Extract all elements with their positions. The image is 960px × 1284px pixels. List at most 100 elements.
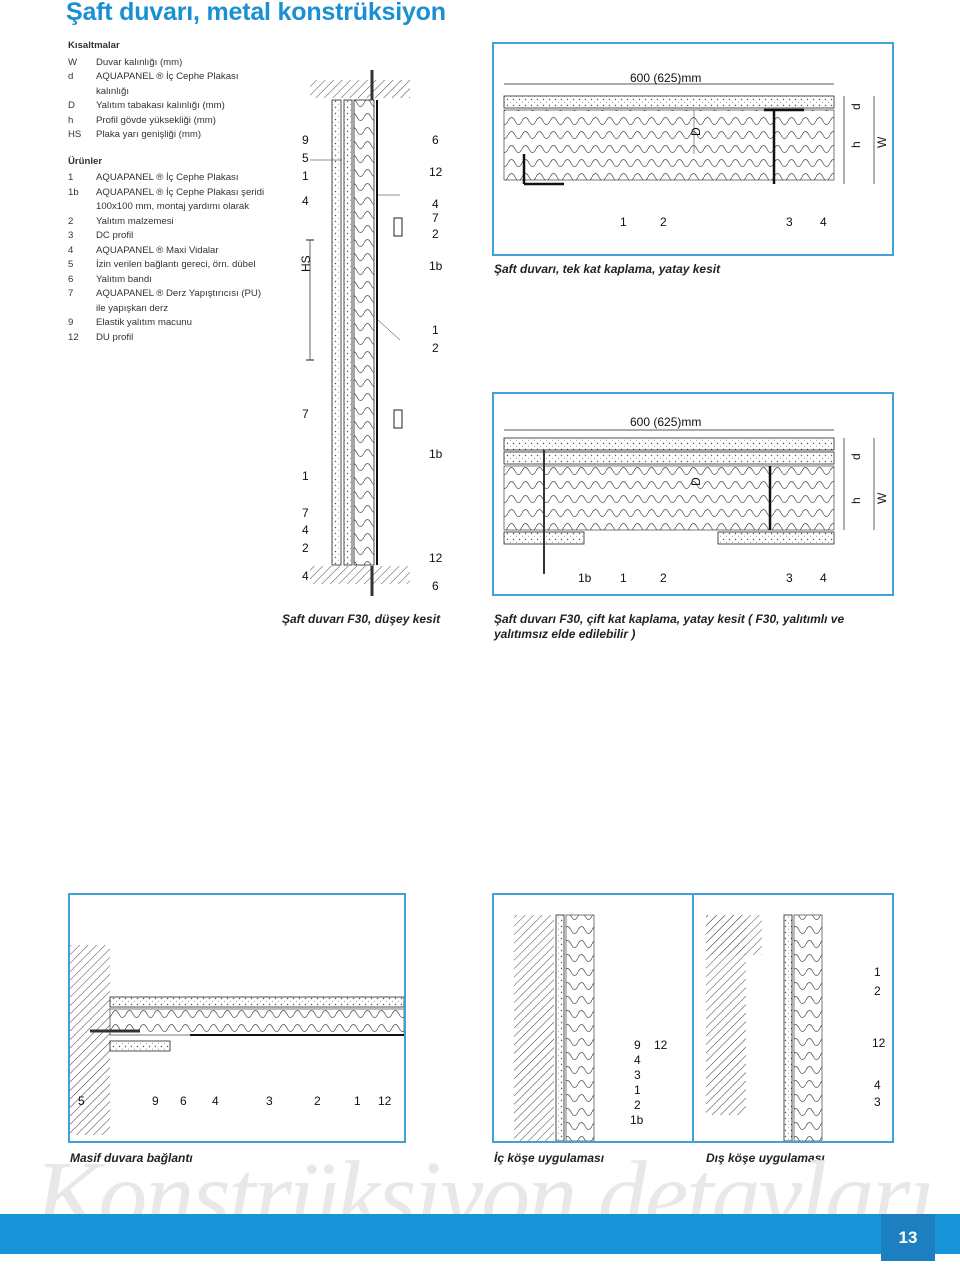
svg-text:2: 2 <box>634 1098 641 1112</box>
svg-text:4: 4 <box>302 569 309 583</box>
abbreviation-row: HS Plaka yarı genişliği (mm) <box>68 128 268 143</box>
svg-text:1: 1 <box>432 323 439 337</box>
svg-text:2: 2 <box>314 1094 321 1108</box>
svg-text:3: 3 <box>634 1068 641 1082</box>
page-number: 13 <box>881 1214 935 1261</box>
svg-text:12: 12 <box>654 1038 668 1052</box>
svg-text:1b: 1b <box>630 1113 644 1127</box>
double-dimension: 600 (625)mm <box>630 415 701 429</box>
svg-text:1: 1 <box>620 215 627 229</box>
product-key: 1b <box>68 186 79 198</box>
svg-text:12: 12 <box>872 1036 886 1050</box>
product-row: 4 AQUAPANEL ® Maxi Vidalar <box>68 244 268 259</box>
dis-kose-caption: Dış köşe uygulaması <box>706 1151 825 1165</box>
vertical-section-caption: Şaft duvarı F30, düşey kesit <box>282 612 441 626</box>
svg-text:2: 2 <box>660 215 667 229</box>
abbreviation-row: d AQUAPANEL ® İç Cephe Plakası kalınlığı <box>68 70 268 99</box>
svg-text:4: 4 <box>820 571 827 585</box>
svg-text:1b: 1b <box>429 447 443 461</box>
product-row: 2 Yalıtım malzemesi <box>68 215 268 230</box>
svg-text:9: 9 <box>302 133 309 147</box>
abbreviation-key: W <box>68 56 78 68</box>
svg-text:1: 1 <box>874 965 881 979</box>
svg-text:D: D <box>689 477 703 486</box>
product-key: 4 <box>68 244 74 256</box>
svg-text:7: 7 <box>302 506 309 520</box>
product-key: 2 <box>68 215 74 227</box>
svg-text:12: 12 <box>429 165 443 179</box>
svg-text:h: h <box>849 497 863 504</box>
svg-text:d: d <box>849 103 863 110</box>
abbreviation-text: Duvar kalınlığı (mm) <box>96 56 183 68</box>
svg-text:12: 12 <box>378 1094 392 1108</box>
product-text: AQUAPANEL ® Maxi Vidalar <box>96 244 219 256</box>
abbreviation-text: Yalıtım tabakası kalınlığı (mm) <box>96 100 225 111</box>
product-text: AQUAPANEL ® İç Cephe Plakası şeridi 100x… <box>96 186 265 213</box>
svg-text:W: W <box>875 136 889 148</box>
svg-text:W: W <box>875 492 889 504</box>
svg-text:h: h <box>849 141 863 148</box>
svg-text:2: 2 <box>432 341 439 355</box>
product-key: 3 <box>68 230 74 241</box>
svg-text:6: 6 <box>432 133 439 147</box>
svg-text:D: D <box>689 127 703 136</box>
svg-text:d: d <box>849 453 863 460</box>
svg-text:4: 4 <box>212 1094 219 1108</box>
svg-text:1: 1 <box>354 1094 361 1108</box>
product-row: 1b AQUAPANEL ® İç Cephe Plakası şeridi 10… <box>68 186 268 215</box>
svg-text:2: 2 <box>660 571 667 585</box>
svg-text:4: 4 <box>874 1078 881 1092</box>
product-text: Elastik yalıtım macunu <box>96 317 192 328</box>
svg-text:4: 4 <box>432 197 439 211</box>
abbreviation-text: Plaka yarı genişliği (mm) <box>96 129 202 140</box>
product-text: AQUAPANEL ® İç Cephe Plakası <box>96 172 239 183</box>
svg-text:5: 5 <box>302 151 309 165</box>
svg-text:4: 4 <box>302 194 309 208</box>
product-row: 3 DC profil <box>68 229 268 244</box>
abbreviation-row: W Duvar kalınlığı (mm) <box>68 56 268 71</box>
svg-text:9: 9 <box>152 1094 159 1108</box>
product-key: 6 <box>68 273 74 285</box>
ic-kose-panel: 9 4 3 1 2 1b 12 <box>492 893 696 1143</box>
svg-text:12: 12 <box>429 551 443 565</box>
product-key: 9 <box>68 317 74 328</box>
svg-text:3: 3 <box>266 1094 273 1108</box>
vertical-section-drawing: 9 5 1 4 HS 7 1 7 4 2 4 6 12 4 7 2 1b 1 2… <box>280 40 470 628</box>
svg-text:4: 4 <box>634 1053 641 1067</box>
abbreviation-key: D <box>68 100 75 111</box>
abbreviation-key: d <box>68 71 74 82</box>
svg-text:7: 7 <box>432 211 439 225</box>
svg-text:HS: HS <box>299 255 313 272</box>
abbreviation-key: h <box>68 114 74 126</box>
single-layer-caption: Şaft duvarı, tek kat kaplama, yatay kesi… <box>494 262 721 276</box>
svg-text:1: 1 <box>620 571 627 585</box>
svg-text:3: 3 <box>874 1095 881 1109</box>
abbreviations-list: W Duvar kalınlığı (mm) d AQUAPANEL ® İç Cep… <box>68 56 268 143</box>
svg-text:2: 2 <box>432 227 439 241</box>
product-text: DC profil <box>96 230 134 241</box>
product-key: 7 <box>68 288 74 299</box>
svg-text:1: 1 <box>302 169 309 183</box>
abbreviation-text: AQUAPANEL ® İç Cephe Plakası kalınlığı <box>96 71 239 97</box>
svg-text:9: 9 <box>634 1038 641 1052</box>
product-text: Yalıtım malzemesi <box>96 215 174 227</box>
product-key: 5 <box>68 259 74 270</box>
svg-text:6: 6 <box>180 1094 187 1108</box>
footer-bar <box>0 1214 960 1254</box>
svg-text:3: 3 <box>786 571 793 585</box>
abbreviation-row: D Yalıtım tabakası kalınlığı (mm) <box>68 99 268 114</box>
products-heading: Ürünler <box>68 155 103 167</box>
product-row: 9 Elastik yalıtım macunu <box>68 316 268 331</box>
dis-kose-panel: 1 2 12 4 3 <box>692 893 894 1143</box>
abbreviation-key: HS <box>68 129 82 140</box>
double-layer-panel: 600 (625)mm D d h W 1b 1 2 3 4 <box>492 392 894 596</box>
svg-text:2: 2 <box>302 541 309 555</box>
svg-text:3: 3 <box>786 215 793 229</box>
